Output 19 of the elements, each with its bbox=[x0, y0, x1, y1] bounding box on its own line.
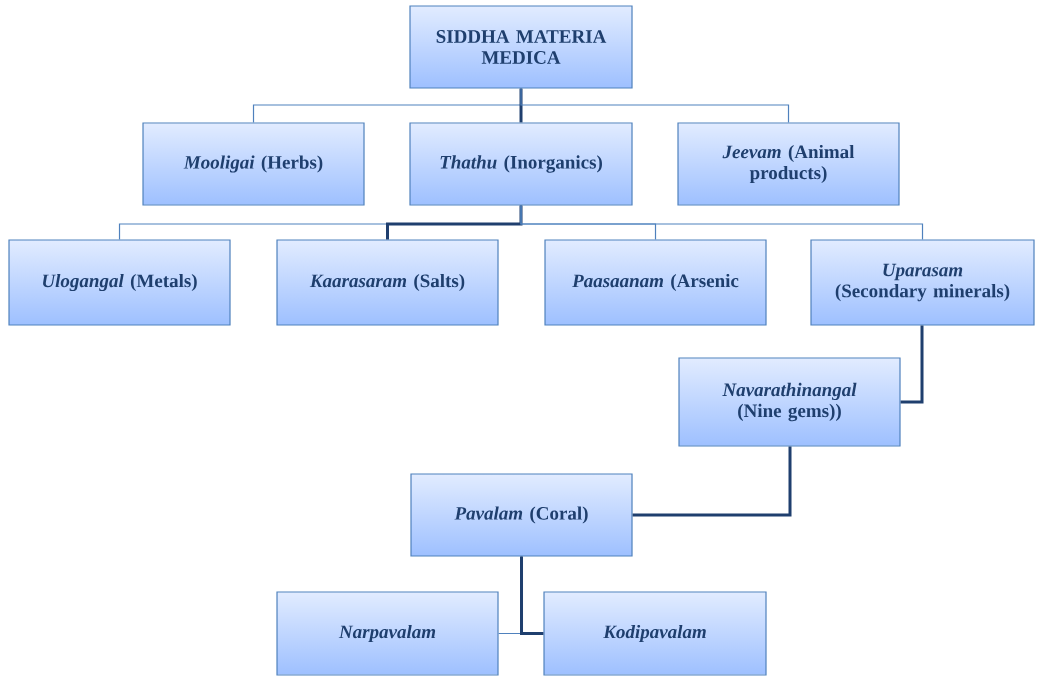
connector bbox=[520, 88, 790, 123]
box: SIDDHA MATERIA MEDICA bbox=[409, 5, 633, 89]
box: Narpavalam bbox=[276, 591, 499, 676]
connector bbox=[900, 325, 924, 404]
box: Uparasam (Secondary minerals) bbox=[810, 239, 1035, 326]
connector bbox=[520, 205, 924, 240]
box: Jeevam (Animal products) bbox=[677, 122, 900, 206]
box: Ulogangal (Metals) bbox=[8, 239, 231, 326]
box: Paasaanam (Arsenic bbox=[544, 239, 767, 326]
connector bbox=[519, 88, 523, 123]
box: Thathu (Inorganics) bbox=[409, 122, 633, 206]
box: Pavalam (Coral) bbox=[410, 473, 633, 557]
box: Kaarasaram (Salts) bbox=[276, 239, 499, 326]
connector bbox=[632, 446, 792, 517]
connector bbox=[386, 205, 523, 240]
box: Mooligai (Herbs) bbox=[142, 122, 365, 206]
connector bbox=[520, 556, 544, 635]
box: Kodipavalam bbox=[543, 591, 767, 676]
box: Navarathinangal (Nine gems)) bbox=[678, 357, 901, 447]
